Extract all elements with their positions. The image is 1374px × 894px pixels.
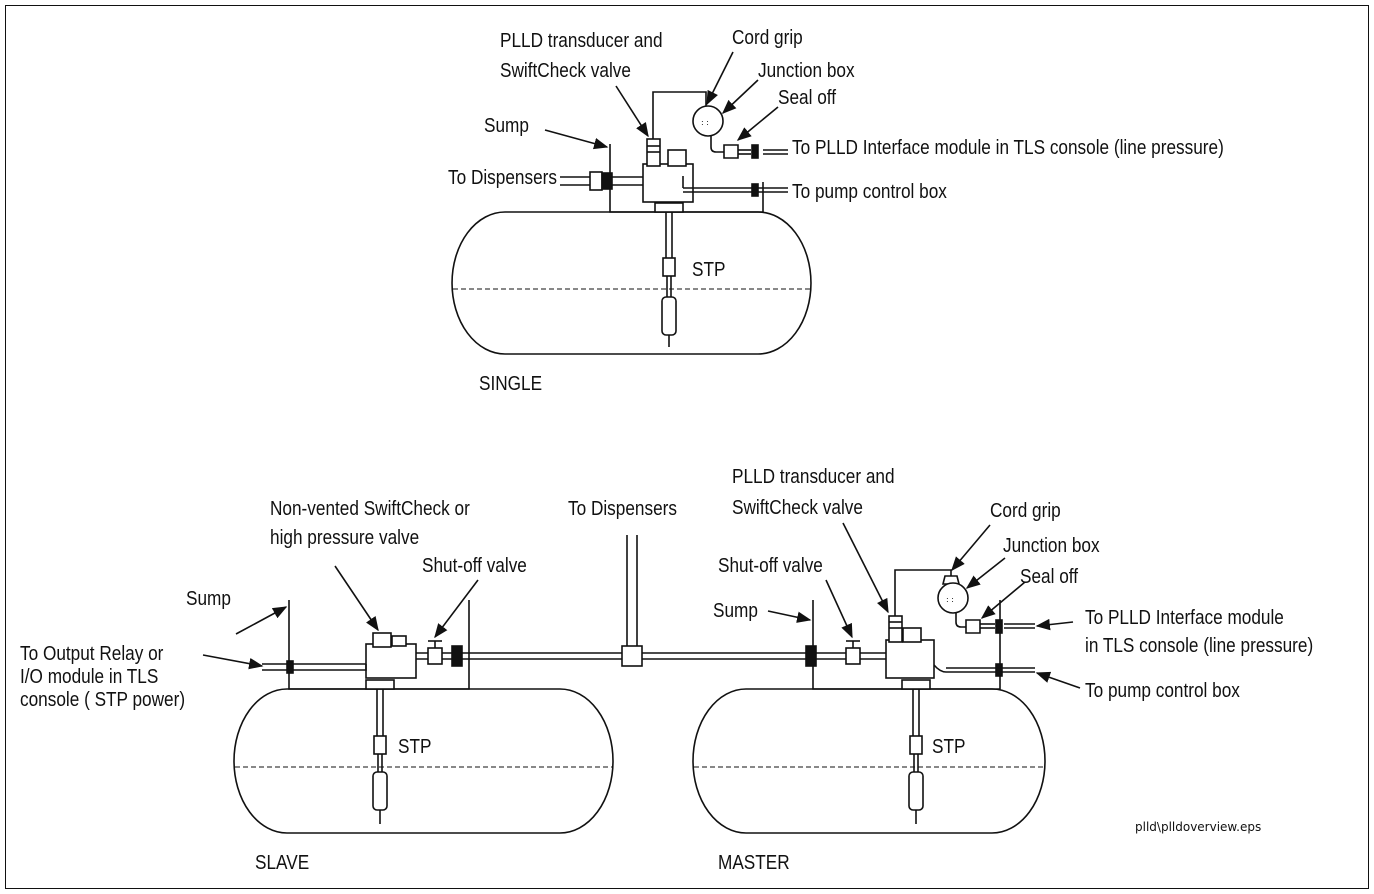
single-seal-off-label: Seal off: [778, 87, 837, 109]
single-tank: [451, 211, 812, 355]
slave-shutoff-label: Shut-off valve: [422, 555, 527, 577]
figure-frame: [5, 5, 1369, 889]
master-tank: [692, 688, 1046, 834]
master-transducer-label-1: PLLD transducer and: [732, 466, 895, 488]
single-sump-label: Sump: [484, 115, 529, 137]
file-reference: plld\plldoverview.eps: [1135, 820, 1262, 834]
master-to-pump-label: To pump control box: [1085, 680, 1240, 702]
slave-valve-label-1: Non-vented SwiftCheck or: [270, 498, 470, 520]
master-shutoff-valve: [845, 647, 861, 665]
master-seal-off: [965, 619, 981, 634]
slave-to-output-label-2: I/O module in TLS: [20, 666, 159, 688]
slave-swiftcheck-valve: [372, 632, 392, 648]
slave-valve-label-2: high pressure valve: [270, 527, 420, 549]
slave-installation: [202, 565, 614, 834]
single-to-pump-label: To pump control box: [792, 181, 947, 203]
master-shutoff-label: Shut-off valve: [718, 555, 823, 577]
single-junction-box: [692, 105, 724, 137]
slave-riser-flange: [365, 679, 395, 690]
slave-shutoff-valve: [427, 647, 443, 665]
master-junction-box-label: Junction box: [1003, 535, 1100, 557]
single-transducer-label-1: PLLD transducer and: [500, 30, 663, 52]
master-installation: : :: [692, 522, 1081, 834]
master-riser-flange: [901, 679, 931, 690]
single-cord-grip-label: Cord grip: [732, 27, 803, 49]
master-line-coupling: [805, 645, 817, 667]
single-stp-label: STP: [692, 259, 726, 281]
manifold-tee: [621, 645, 643, 667]
slave-submersible-pump: [372, 771, 388, 811]
single-caption: SINGLE: [479, 373, 543, 395]
single-installation: : :: [451, 51, 812, 355]
svg-text:: :: : :: [946, 595, 954, 604]
master-caption: MASTER: [718, 852, 790, 874]
single-riser-flange: [654, 202, 684, 213]
master-seal-off-label: Seal off: [1020, 566, 1079, 588]
master-submersible-pump: [908, 771, 924, 811]
master-cord-grip-label: Cord grip: [990, 500, 1061, 522]
slave-pump-head: [365, 643, 417, 679]
master-to-plld-label-2: in TLS console (line pressure): [1085, 635, 1314, 657]
master-junction-box: [937, 582, 969, 614]
manifold-line: [462, 535, 808, 667]
single-to-dispensers-label: To Dispensers: [448, 167, 557, 189]
master-transducer-label-2: SwiftCheck valve: [732, 497, 863, 519]
slave-caption: SLAVE: [255, 852, 310, 874]
single-to-plld-label: To PLLD Interface module in TLS console …: [792, 137, 1224, 159]
slave-stp-label: STP: [398, 736, 432, 758]
slave-sump-label: Sump: [186, 588, 231, 610]
master-stp-label: STP: [932, 736, 966, 758]
single-junction-box-label: Junction box: [758, 60, 855, 82]
single-pump-head: [642, 163, 694, 203]
single-transducer-label-2: SwiftCheck valve: [500, 60, 631, 82]
single-submersible-pump: [661, 296, 677, 336]
single-dispenser-coupling: [589, 171, 603, 191]
slave-tank: [233, 688, 614, 834]
master-sump-label: Sump: [713, 600, 758, 622]
single-seal-off: [723, 144, 739, 159]
slave-to-output-label-1: To Output Relay or: [20, 643, 164, 665]
slave-to-output-label-3: console ( STP power): [20, 689, 186, 711]
master-plld-transducer: [888, 615, 903, 643]
master-to-plld-label-1: To PLLD Interface module: [1085, 607, 1284, 629]
svg-text:: :: : :: [701, 118, 709, 127]
master-pump-head: [885, 639, 935, 679]
manifold-to-dispensers-label: To Dispensers: [568, 498, 677, 520]
